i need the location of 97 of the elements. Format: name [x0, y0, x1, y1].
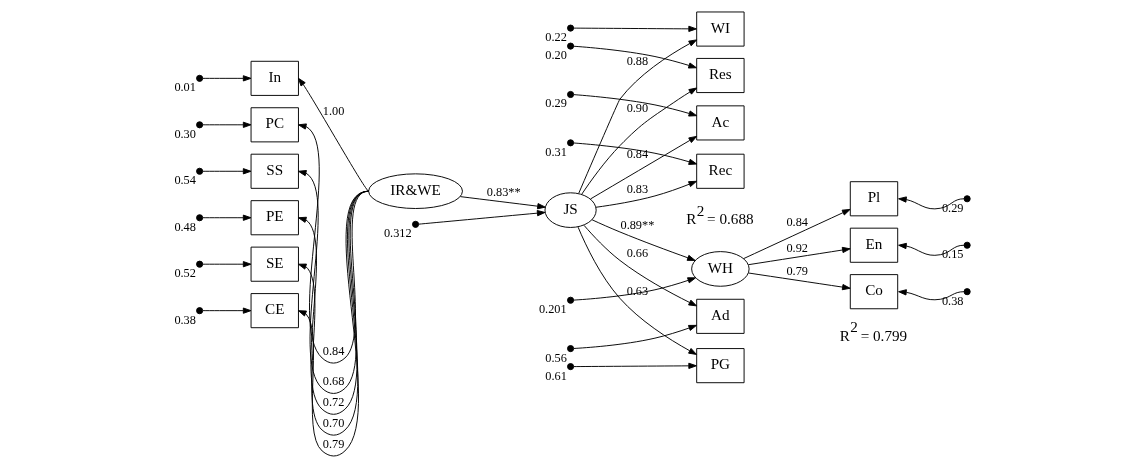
- node-ellipse: JS: [544, 192, 597, 228]
- node-label: 0.20: [544, 48, 567, 63]
- node-label: 0.56: [544, 350, 567, 365]
- edge-label: 0.84: [322, 343, 344, 358]
- node-circle: [195, 121, 203, 129]
- arrow: [897, 289, 965, 301]
- arrow: [747, 272, 851, 291]
- edge-label: 1.00: [322, 103, 344, 118]
- arrow: [897, 242, 965, 256]
- node-circle: [963, 241, 971, 249]
- arrow: [580, 87, 697, 195]
- arrow: [202, 261, 251, 268]
- node-label: 0.01: [173, 80, 196, 95]
- node-label: 0.22: [544, 30, 567, 45]
- node-label: 0.201: [538, 302, 567, 317]
- node-box: Co: [849, 274, 898, 310]
- arrow: [572, 324, 697, 349]
- node-box: Pl: [849, 181, 898, 217]
- arrow: [572, 94, 697, 117]
- node-label: 0.15: [941, 247, 963, 262]
- arrow: [202, 75, 251, 82]
- arrow: [747, 246, 851, 266]
- edge-label: 0.84: [626, 147, 648, 162]
- node-ellipse: WH: [690, 251, 750, 287]
- node-box: Rec: [695, 153, 745, 189]
- node-label: 0.30: [173, 126, 196, 141]
- arrow: [572, 25, 697, 32]
- node-box: Res: [695, 57, 745, 94]
- node-label: 0.61: [544, 368, 567, 383]
- node-box: SS: [250, 153, 299, 189]
- node-circle: [963, 288, 971, 296]
- edge-label: 0.66: [626, 245, 648, 260]
- node-label: 0.38: [173, 312, 196, 327]
- arrow: [589, 135, 697, 200]
- node-box: PE: [250, 200, 299, 236]
- node-circle: [566, 139, 574, 147]
- arrow: [583, 224, 697, 307]
- node-label: 0.48: [173, 219, 196, 234]
- arrow: [572, 277, 696, 301]
- node-circle: [566, 42, 574, 50]
- node-circle: [195, 74, 203, 82]
- arrow: [202, 214, 251, 221]
- arrow: [417, 210, 545, 225]
- node-label: 0.312: [383, 226, 412, 241]
- node-circle: [566, 24, 574, 32]
- node-box: Ad: [695, 298, 745, 334]
- arrow: [591, 219, 696, 261]
- node-circle: [195, 307, 203, 315]
- edge-label: 0.92: [785, 241, 808, 256]
- edge-label: 0.84: [785, 214, 808, 229]
- arrow: [577, 226, 697, 355]
- arrow: [897, 196, 965, 210]
- node-circle: [566, 296, 574, 304]
- edge-label: 0.89**: [619, 217, 654, 232]
- node-ellipse: IR&WE: [367, 173, 463, 209]
- node-circle: [566, 363, 574, 371]
- edge-label: 0.83**: [486, 185, 521, 200]
- arrow: [459, 196, 546, 210]
- edge-label: 0.68: [322, 373, 344, 388]
- node-circle: [566, 90, 574, 98]
- edge-label: 0.90: [626, 100, 648, 115]
- node-box: PC: [250, 107, 299, 143]
- arrow: [202, 307, 251, 314]
- node-circle: [195, 260, 203, 268]
- node-circle: [963, 195, 971, 203]
- edge-label: 0.72: [322, 394, 344, 409]
- arrow: [594, 180, 697, 208]
- node-box: CE: [250, 293, 299, 329]
- arrow: [572, 362, 697, 369]
- arrow: [297, 77, 369, 192]
- arrow: [202, 168, 251, 175]
- edge-label: 0.79: [322, 436, 344, 451]
- edge-label: 0.83: [626, 181, 648, 196]
- node-box: In: [250, 60, 299, 96]
- node-circle: [411, 220, 419, 228]
- node-label: 0.29: [941, 200, 963, 215]
- edge-label: 0.88: [626, 53, 648, 68]
- node-box: PG: [695, 348, 745, 384]
- node-label: 0.54: [173, 173, 196, 188]
- node-circle: [566, 345, 574, 353]
- arrow: [572, 142, 697, 165]
- node-box: SE: [250, 246, 299, 282]
- node-box: En: [849, 227, 898, 263]
- arrow: [577, 39, 697, 194]
- node-circle: [195, 214, 203, 222]
- node-box: Ac: [695, 105, 745, 141]
- edge-label: 0.79: [785, 264, 808, 278]
- arrow: [742, 208, 851, 260]
- arrow: [572, 45, 697, 69]
- node-label: 0.38: [941, 293, 963, 308]
- node-label: 0.29: [544, 96, 567, 111]
- node-box: WI: [695, 11, 745, 47]
- node-label: 0.52: [173, 266, 196, 281]
- edge-label: 0.70: [322, 415, 344, 430]
- node-circle: [195, 167, 203, 175]
- arrow: [202, 121, 251, 128]
- node-label: 0.31: [544, 144, 567, 159]
